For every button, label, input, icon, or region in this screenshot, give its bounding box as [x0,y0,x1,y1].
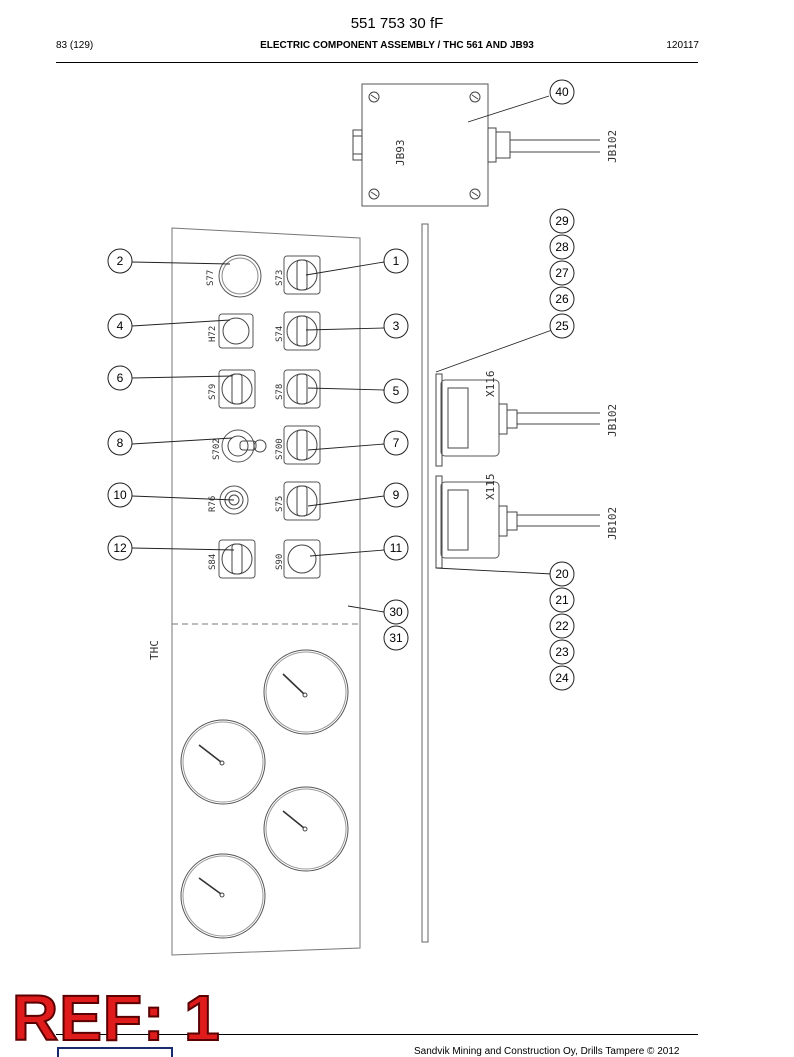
callout-23: 23 [555,645,569,659]
h72-indicator [218,313,254,349]
s75-selector-switch [283,481,321,521]
thc-panel-outline [171,227,361,956]
callout-26: 26 [555,292,569,306]
callout-2: 2 [117,254,124,268]
gauge-3 [263,786,349,872]
callout-12: 12 [113,541,127,555]
callout-20: 20 [555,567,569,581]
x116-label: X116 [484,371,497,398]
jb102-top-label: JB102 [606,130,619,163]
callout-25: 25 [555,319,569,333]
callout-7: 7 [393,436,400,450]
gauge-2 [180,719,266,805]
callout-28: 28 [555,240,569,254]
r76-label: R76 [208,496,218,512]
callout-8: 8 [117,436,124,450]
s79-label: S79 [208,384,218,400]
s75-label: S75 [275,496,285,512]
callout-10: 10 [113,488,127,502]
callout-31: 31 [389,631,403,645]
callout-4: 4 [117,319,124,333]
s79-selector-switch [218,369,256,409]
doc-number: 551 753 30 fF [350,15,444,32]
callout-24: 24 [555,671,569,685]
header-rule [56,62,698,63]
callout-27: 27 [555,266,569,280]
callout-22: 22 [555,619,569,633]
leader-lines [131,95,553,613]
callout-30: 30 [389,605,403,619]
s84-label: S84 [208,554,218,570]
x115-label: X115 [484,474,497,501]
date-code: 120117 [666,40,699,51]
s702-toggle-switch [221,429,267,463]
callout-29: 29 [555,214,569,228]
s700-label: S700 [275,438,285,460]
callout-11: 11 [390,541,403,555]
header-title: ELECTRIC COMPONENT ASSEMBLY / THC 561 AN… [260,40,534,51]
s77-label: S77 [206,270,216,286]
callout-3: 3 [393,319,400,333]
s77-pushbutton [218,254,262,298]
jb93-label: JB93 [394,140,407,167]
sandvik-logo [57,1047,173,1057]
callout-9: 9 [393,488,400,502]
s74-selector-switch [283,311,321,351]
s78-label: S78 [275,384,285,400]
s84-selector-switch [218,539,256,579]
ref-stamp: REF: 1 [11,982,221,1054]
callout-5: 5 [393,384,400,398]
s73-selector-switch [283,255,321,295]
h72-label: H72 [208,326,218,342]
callout-40: 40 [555,85,569,99]
x116-connector [435,373,600,467]
mounting-rail [421,223,429,943]
s700-selector-switch [283,425,321,465]
footer-rule [56,1034,698,1035]
jb102-mid-label: JB102 [606,404,619,437]
s78-selector-switch [283,369,321,409]
callout-21: 21 [555,593,569,607]
jb102-bottom-label: JB102 [606,507,619,540]
s73-label: S73 [275,270,285,286]
s90-pushbutton [283,539,321,579]
s90-label: S90 [275,554,285,570]
page-number: 83 (129) [56,40,94,51]
s702-label: S702 [212,438,222,460]
gauge-1 [263,649,349,735]
callout-1: 1 [393,254,400,268]
footer-copyright: Sandvik Mining and Construction Oy, Dril… [414,1046,680,1057]
s74-label: S74 [275,326,285,342]
callout-circles [107,79,575,691]
x115-connector [435,475,600,569]
jb93-box [352,83,600,207]
gauge-4 [180,853,266,939]
callout-6: 6 [117,371,124,385]
thc-label: THC [148,640,161,660]
